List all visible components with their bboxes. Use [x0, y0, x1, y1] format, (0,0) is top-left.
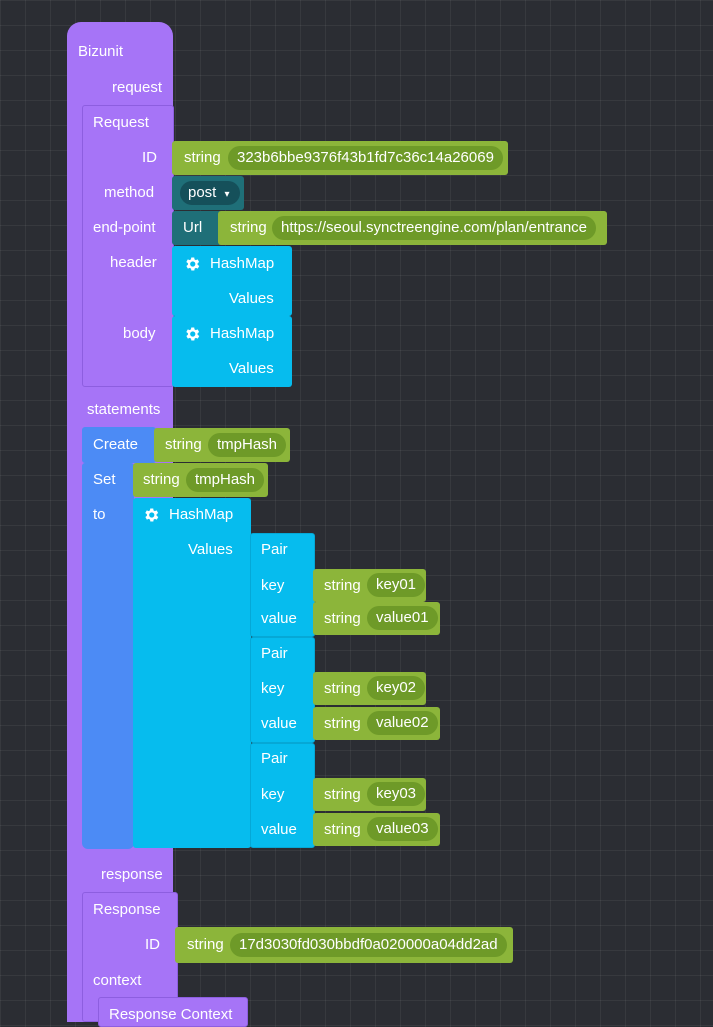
header-values-label: Values [229, 290, 274, 307]
create-label: Create [93, 436, 139, 453]
pair-key-type: string [324, 786, 361, 803]
response-id-value-field[interactable]: 17d3030fd030bbdf0a020000a04dd2ad [230, 933, 507, 957]
response-id-label: ID [145, 936, 160, 953]
request-id-type: string [184, 149, 221, 166]
pair-key-label: key [261, 577, 285, 594]
header-hashmap-label: HashMap [210, 255, 275, 272]
request-id-value-field[interactable]: 323b6bbe9376f43b1fd7c36c14a26069 [228, 146, 503, 170]
pair-value-value-field[interactable]: value02 [367, 711, 438, 735]
set-label: Set [93, 471, 116, 488]
pair-value-type: string [324, 715, 361, 732]
pair-label: Pair [261, 645, 288, 662]
request-id-label: ID [142, 149, 157, 166]
method-dropdown[interactable]: post ▾ [180, 181, 240, 205]
url-label: Url [183, 219, 203, 236]
pair-value-label: value [261, 715, 297, 732]
url-value-field[interactable]: https://seoul.synctreengine.com/plan/ent… [272, 216, 597, 240]
pair-value-type: string [324, 821, 361, 838]
set-value-field[interactable]: tmpHash [186, 468, 265, 492]
pair-label: Pair [261, 750, 288, 767]
url-type: string [230, 219, 267, 236]
set-values-label: Values [188, 541, 233, 558]
create-value-field[interactable]: tmpHash [208, 433, 287, 457]
statements-section-label: statements [87, 401, 161, 418]
create-block[interactable] [82, 427, 156, 463]
create-type: string [165, 436, 202, 453]
gear-icon[interactable] [142, 506, 160, 524]
pair-key-type: string [324, 577, 361, 594]
pair-value-label: value [261, 821, 297, 838]
response-section-label: response [101, 866, 163, 883]
chevron-down-icon: ▾ [224, 189, 230, 200]
pair-value-label: value [261, 610, 297, 627]
pair-value-value-field[interactable]: value01 [367, 606, 438, 630]
set-hashmap-block[interactable] [133, 498, 251, 848]
pair-key-label: key [261, 680, 285, 697]
bizunit-title: Bizunit [78, 43, 124, 60]
request-section-label: request [112, 79, 163, 96]
gear-icon[interactable] [183, 255, 201, 273]
pair-key-type: string [324, 680, 361, 697]
pair-value-value-field[interactable]: value03 [367, 817, 438, 841]
pair-key-value-field[interactable]: key02 [367, 676, 426, 700]
pair-key-value-field[interactable]: key01 [367, 573, 426, 597]
response-context-title: Response Context [109, 1006, 233, 1023]
pair-value-type: string [324, 610, 361, 627]
set-hashmap-label: HashMap [169, 506, 234, 523]
method-value: post [188, 184, 217, 201]
pair-key-value-field[interactable]: key03 [367, 782, 426, 806]
body-hashmap-label: HashMap [210, 325, 275, 342]
gear-icon[interactable] [183, 325, 201, 343]
response-id-type: string [187, 936, 224, 953]
request-endpoint-label: end-point [93, 219, 156, 236]
request-body-label: body [123, 325, 156, 342]
pair-key-label: key [261, 786, 285, 803]
body-values-label: Values [229, 360, 274, 377]
request-method-label: method [104, 184, 155, 201]
pair-label: Pair [261, 541, 288, 558]
request-header-label: header [110, 254, 157, 271]
request-block-title: Request [93, 114, 149, 131]
to-label: to [93, 506, 106, 523]
set-type: string [143, 471, 180, 488]
request-block[interactable] [82, 105, 174, 387]
response-context-label: context [93, 972, 142, 989]
response-block-title: Response [93, 901, 161, 918]
pair-block[interactable] [250, 743, 315, 848]
set-block[interactable] [82, 463, 134, 849]
